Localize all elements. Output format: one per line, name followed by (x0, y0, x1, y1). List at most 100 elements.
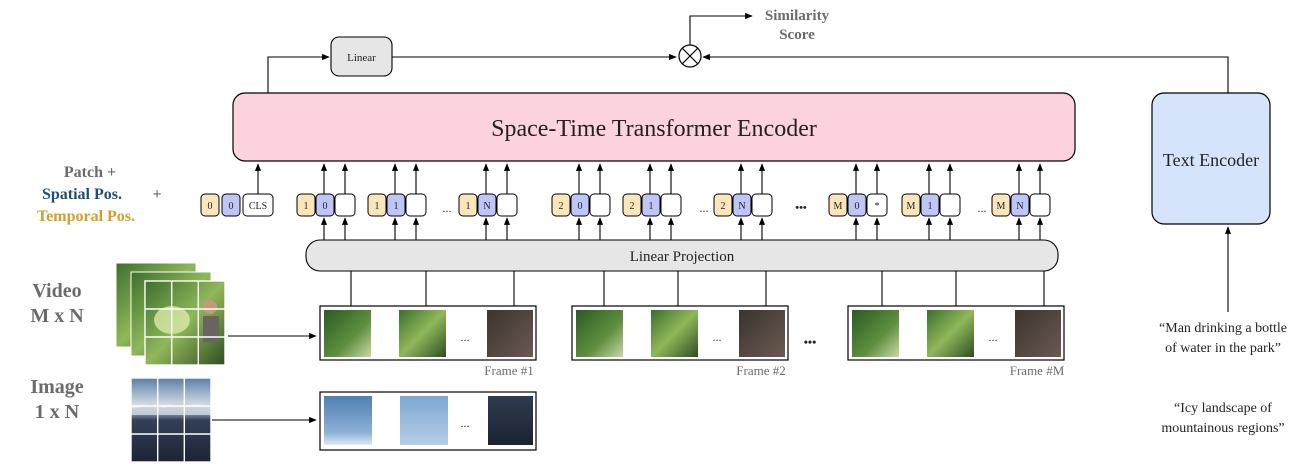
token-ellipsis: ... (443, 201, 452, 215)
cls-token-temporal (200, 193, 220, 217)
token-temporal-text: 2 (630, 201, 635, 212)
token-spatial-text: N (483, 201, 490, 212)
person-head (203, 300, 217, 314)
patch-thumb (739, 310, 785, 357)
token-temporal (367, 193, 387, 217)
token-temporal-text: M (834, 201, 843, 212)
similarity-label: Similarity (765, 8, 830, 24)
token-temporal-text: 1 (466, 201, 471, 212)
token-temporal-text: 1 (304, 201, 309, 212)
token-temporal-text: 1 (375, 201, 380, 212)
strip-ellipsis: ... (989, 330, 998, 344)
patch-token (405, 193, 427, 217)
text-encoder-label: Text Encoder (1163, 150, 1259, 170)
token-spatial (847, 193, 867, 217)
token-spatial-text: 1 (649, 201, 654, 212)
token-temporal-text: M (907, 201, 916, 212)
token-spatial (732, 193, 752, 217)
frame-label: Frame #2 (736, 363, 785, 378)
text-to-multiply-arrow (702, 53, 1229, 93)
linear-projection-box (305, 239, 1059, 272)
image-strip-ellipsis: ... (461, 416, 470, 430)
legend-temporal: Temporal Pos. (37, 208, 135, 225)
image-patch-thumb (488, 396, 533, 445)
token-spatial (641, 193, 661, 217)
token-spatial-text: 1 (394, 201, 399, 212)
cls-token-spatial-text: 0 (229, 201, 234, 212)
patch-token (496, 193, 518, 217)
token-ellipsis: ... (700, 201, 709, 215)
patch-token (334, 193, 356, 217)
linear-label: Linear (347, 52, 376, 64)
strip-ellipsis: ... (461, 330, 470, 344)
token-ellipsis: ... (978, 201, 987, 215)
cls-token-text: CLS (249, 201, 267, 212)
token-spatial-text: 0 (855, 201, 860, 212)
token-temporal (296, 193, 316, 217)
mountain-ridge (131, 402, 211, 415)
group-ellipsis: ••• (795, 202, 807, 214)
patch-token-text: * (875, 201, 880, 212)
token-temporal (551, 193, 571, 217)
patch-thumb (852, 310, 899, 357)
legend-plus: + (152, 186, 161, 203)
patch-token (589, 193, 611, 217)
patch-thumb (399, 310, 446, 357)
token-spatial (477, 193, 497, 217)
token-temporal (828, 193, 848, 217)
score-label: Score (779, 27, 815, 43)
multiply-cross-line (681, 47, 699, 65)
token-spatial-text: N (1016, 201, 1023, 212)
token-temporal (458, 193, 478, 217)
patch-thumb (324, 310, 371, 357)
video-dims-label: M x N (30, 305, 84, 327)
token-temporal (991, 193, 1011, 217)
cls-to-linear-arrow (267, 53, 330, 93)
caption-1-line-2: of water in the park” (1165, 341, 1281, 356)
token-spatial (386, 193, 406, 217)
patch-token (660, 193, 682, 217)
token-spatial-text: 0 (323, 201, 328, 212)
image-dims-label: 1 x N (35, 401, 80, 423)
patch-thumb (1015, 310, 1061, 357)
caption-1-line-1: “Man drinking a bottle (1159, 321, 1287, 336)
caption-2-line-2: mountainous regions” (1161, 421, 1284, 436)
text-encoder-box (1151, 92, 1271, 225)
token-spatial (920, 193, 940, 217)
video-frame-border (144, 280, 226, 366)
frame-label: Frame #M (1010, 363, 1065, 378)
image-label: Image (30, 376, 83, 398)
encoder-title: Space-Time Transformer Encoder (491, 116, 817, 142)
token-temporal (622, 193, 642, 217)
video-label: Video (32, 280, 81, 302)
legend-patch: Patch + (64, 164, 116, 181)
token-spatial (570, 193, 590, 217)
legend-spatial: Spatial Pos. (42, 186, 122, 203)
caption-2-line-1: “Icy landscape of (1174, 401, 1272, 416)
image-patch-thumb (324, 396, 372, 445)
space-time-encoder-box (232, 92, 1076, 162)
patch-thumb (651, 310, 698, 357)
strip-ellipsis: ... (713, 330, 722, 344)
token-spatial-text: 1 (928, 201, 933, 212)
patch-thumb (487, 310, 533, 357)
strip-group-ellipsis: ••• (804, 335, 817, 349)
token-temporal-text: 2 (559, 201, 564, 212)
token-temporal-text: M (997, 201, 1006, 212)
patch-thumb (576, 310, 623, 357)
frame-label: Frame #1 (484, 363, 533, 378)
image-border (130, 377, 212, 463)
patch-token (939, 193, 961, 217)
similarity-arrow (689, 12, 753, 45)
token-temporal-text: 2 (721, 201, 726, 212)
token-temporal (901, 193, 921, 217)
image-thumbnail (131, 378, 211, 462)
patch-token (751, 193, 773, 217)
token-spatial-text: N (738, 201, 745, 212)
linear-projection-label: Linear Projection (630, 249, 735, 265)
token-spatial (1010, 193, 1030, 217)
patch-token (1029, 193, 1051, 217)
token-temporal (713, 193, 733, 217)
